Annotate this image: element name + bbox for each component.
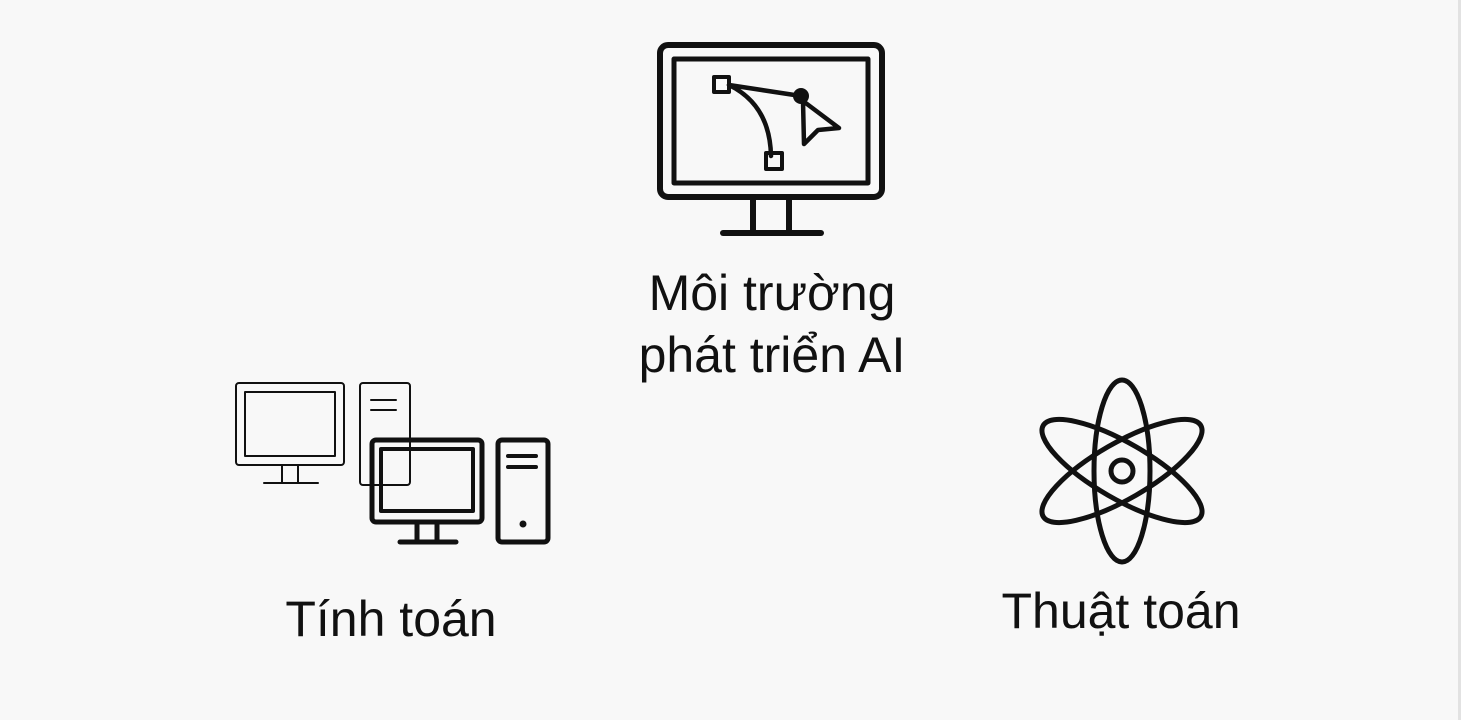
node-label: Tính toán bbox=[285, 591, 497, 647]
atom-icon bbox=[1036, 376, 1208, 572]
monitor-bezier-curve-icon bbox=[655, 40, 887, 240]
node-label: Thuật toán bbox=[1001, 583, 1241, 639]
desktop-computers-icon bbox=[234, 380, 556, 550]
node-label: Môi trường phát triển AI bbox=[572, 262, 972, 386]
node-label-line: phát triển AI bbox=[638, 327, 906, 383]
node-label-line: Môi trường bbox=[648, 265, 896, 321]
page-edge bbox=[1458, 0, 1461, 720]
